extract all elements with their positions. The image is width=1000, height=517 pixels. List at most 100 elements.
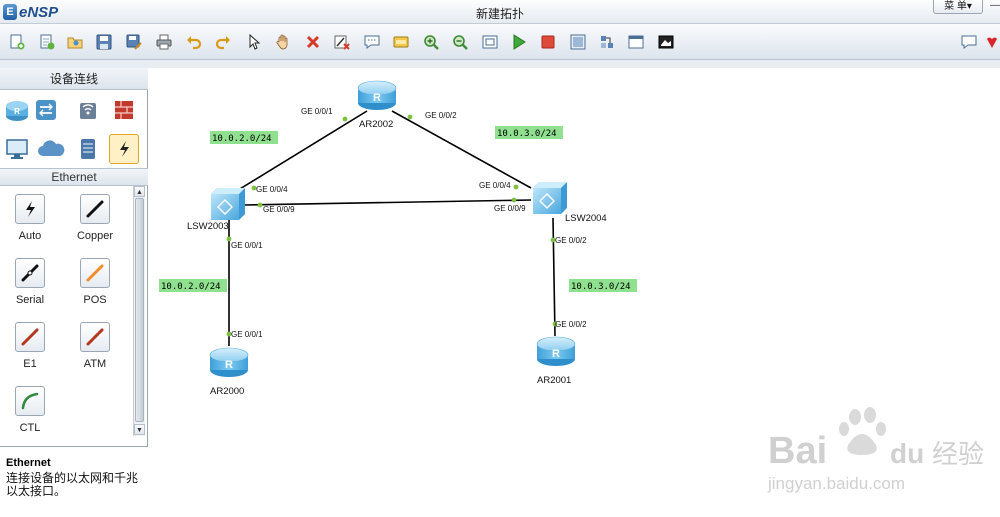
palette-icon bbox=[393, 36, 409, 48]
svg-text:R: R bbox=[373, 92, 381, 104]
subnet-label-left-top: 10.0.2.0/24 bbox=[210, 131, 278, 144]
cable-label: Copper bbox=[76, 230, 114, 242]
link-ar2002-lsw2003[interactable] bbox=[229, 110, 368, 196]
text-button[interactable] bbox=[361, 31, 383, 53]
zoom-out-button[interactable] bbox=[449, 31, 471, 53]
port-label-ar2001-a: GE 0/0/2 bbox=[555, 320, 587, 329]
panel-icon bbox=[628, 35, 644, 49]
watermark-url: jingyan.baidu.com bbox=[767, 474, 905, 493]
server-category[interactable] bbox=[73, 134, 103, 164]
open-folder-icon bbox=[67, 37, 83, 49]
router-category[interactable]: R bbox=[2, 95, 32, 125]
toolbar bbox=[0, 24, 1000, 60]
firewall-category[interactable] bbox=[109, 95, 139, 125]
scroll-up-icon[interactable]: ▲ bbox=[134, 186, 145, 197]
title-bar: E eNSP 新建拓扑 菜 单▾ — bbox=[0, 0, 1000, 24]
subnet-label-left-bottom: 10.0.2.0/24 bbox=[159, 279, 227, 292]
pc-category[interactable] bbox=[2, 134, 32, 164]
device-lsw2003[interactable] bbox=[211, 188, 245, 220]
watermark-chinese: 经验 bbox=[932, 440, 984, 470]
stop-icon bbox=[541, 35, 555, 49]
menu-button[interactable]: 菜 单▾ bbox=[933, 0, 983, 14]
port-label-ar2002-b: GE 0/0/2 bbox=[425, 111, 457, 120]
device-label-ar2001: AR2001 bbox=[537, 375, 571, 386]
new-example-button[interactable] bbox=[36, 31, 58, 53]
scroll-thumb[interactable] bbox=[135, 198, 144, 422]
link-category[interactable] bbox=[109, 134, 139, 164]
wireless-category[interactable] bbox=[73, 95, 103, 125]
port-label-lsw2004-b: GE 0/0/9 bbox=[494, 204, 526, 213]
open-button[interactable] bbox=[64, 31, 86, 53]
zoom-in-icon bbox=[424, 35, 439, 50]
port-label-lsw2004-c: GE 0/0/2 bbox=[555, 236, 587, 245]
redo-button[interactable] bbox=[212, 31, 234, 53]
chat-button[interactable] bbox=[958, 31, 980, 53]
router-icon: R bbox=[6, 101, 28, 121]
cloud-category[interactable] bbox=[36, 134, 66, 164]
baidu-watermark: Bai du 经验 jingyan.baidu.com bbox=[760, 405, 1000, 505]
new-topology-icon bbox=[10, 34, 25, 50]
description-box: Ethernet 连接设备的以太网和千兆以太接口。 bbox=[0, 446, 148, 517]
fit-button[interactable] bbox=[479, 31, 501, 53]
capture-button[interactable] bbox=[655, 31, 677, 53]
links bbox=[228, 110, 556, 346]
device-lsw2004[interactable] bbox=[533, 182, 567, 214]
pointer-icon bbox=[249, 34, 261, 50]
paw-icon bbox=[839, 407, 886, 455]
cli-button[interactable] bbox=[567, 31, 589, 53]
cable-label: Serial bbox=[15, 294, 45, 306]
link-ar2002-lsw2004[interactable] bbox=[391, 110, 532, 189]
subnet-text: 10.0.2.0/24 bbox=[212, 134, 272, 144]
pc-icon bbox=[6, 139, 28, 159]
serial-cable-icon bbox=[21, 264, 39, 282]
cable-atm[interactable]: ATM bbox=[65, 322, 125, 370]
port-label-lsw2003-c: GE 0/0/1 bbox=[231, 241, 263, 250]
cable-copper[interactable]: Copper bbox=[65, 194, 125, 242]
scroll-down-icon[interactable]: ▼ bbox=[134, 424, 145, 435]
device-ar2002[interactable]: R bbox=[357, 80, 397, 110]
hand-icon bbox=[276, 34, 288, 50]
device-label-lsw2003: LSW2003 bbox=[187, 221, 229, 232]
cable-auto[interactable]: Auto bbox=[0, 194, 60, 242]
svg-text:R: R bbox=[552, 348, 560, 360]
select-button[interactable] bbox=[243, 31, 265, 53]
zoom-in-button[interactable] bbox=[420, 31, 442, 53]
ethernet-section-header: Ethernet bbox=[0, 168, 148, 186]
save-as-icon bbox=[126, 34, 142, 50]
device-label-lsw2004: LSW2004 bbox=[565, 213, 607, 224]
start-button[interactable] bbox=[508, 31, 530, 53]
device-ar2001[interactable]: R bbox=[536, 336, 576, 366]
subnet-text: 10.0.3.0/24 bbox=[571, 282, 631, 292]
cable-pos[interactable]: POS bbox=[65, 258, 125, 306]
capture-icon bbox=[658, 35, 674, 49]
huawei-button[interactable] bbox=[984, 31, 1000, 53]
panel-header: 设备连线 bbox=[0, 68, 148, 90]
switch-icon bbox=[36, 100, 56, 120]
cable-ctl[interactable]: CTL bbox=[0, 386, 60, 434]
minimize-button[interactable]: — bbox=[990, 0, 1000, 11]
link-lsw2003-lsw2004[interactable] bbox=[243, 199, 532, 206]
zoom-out-icon bbox=[453, 35, 468, 50]
delete-button[interactable] bbox=[302, 31, 324, 53]
switch-category[interactable] bbox=[31, 95, 61, 125]
delete-link-button[interactable] bbox=[331, 31, 353, 53]
pan-button[interactable] bbox=[272, 31, 294, 53]
stop-button[interactable] bbox=[537, 31, 559, 53]
device-ar2000[interactable]: R bbox=[209, 347, 249, 377]
undo-button[interactable] bbox=[183, 31, 205, 53]
topo-button[interactable] bbox=[596, 31, 618, 53]
palette-button[interactable] bbox=[390, 31, 412, 53]
cable-serial[interactable]: Serial bbox=[0, 258, 60, 306]
panel-button[interactable] bbox=[625, 31, 647, 53]
new-topology-button[interactable] bbox=[6, 31, 28, 53]
port-dots bbox=[226, 114, 558, 337]
save-button[interactable] bbox=[93, 31, 115, 53]
atm-cable-icon bbox=[86, 328, 104, 346]
port-label-lsw2004-a: GE 0/0/4 bbox=[479, 181, 511, 190]
cable-label: E1 bbox=[23, 358, 37, 370]
print-button[interactable] bbox=[153, 31, 175, 53]
save-as-button[interactable] bbox=[123, 31, 145, 53]
panel-scrollbar[interactable]: ▲ ▼ bbox=[133, 186, 145, 436]
app-logo: E eNSP bbox=[3, 2, 58, 22]
cable-e1[interactable]: E1 bbox=[0, 322, 60, 370]
